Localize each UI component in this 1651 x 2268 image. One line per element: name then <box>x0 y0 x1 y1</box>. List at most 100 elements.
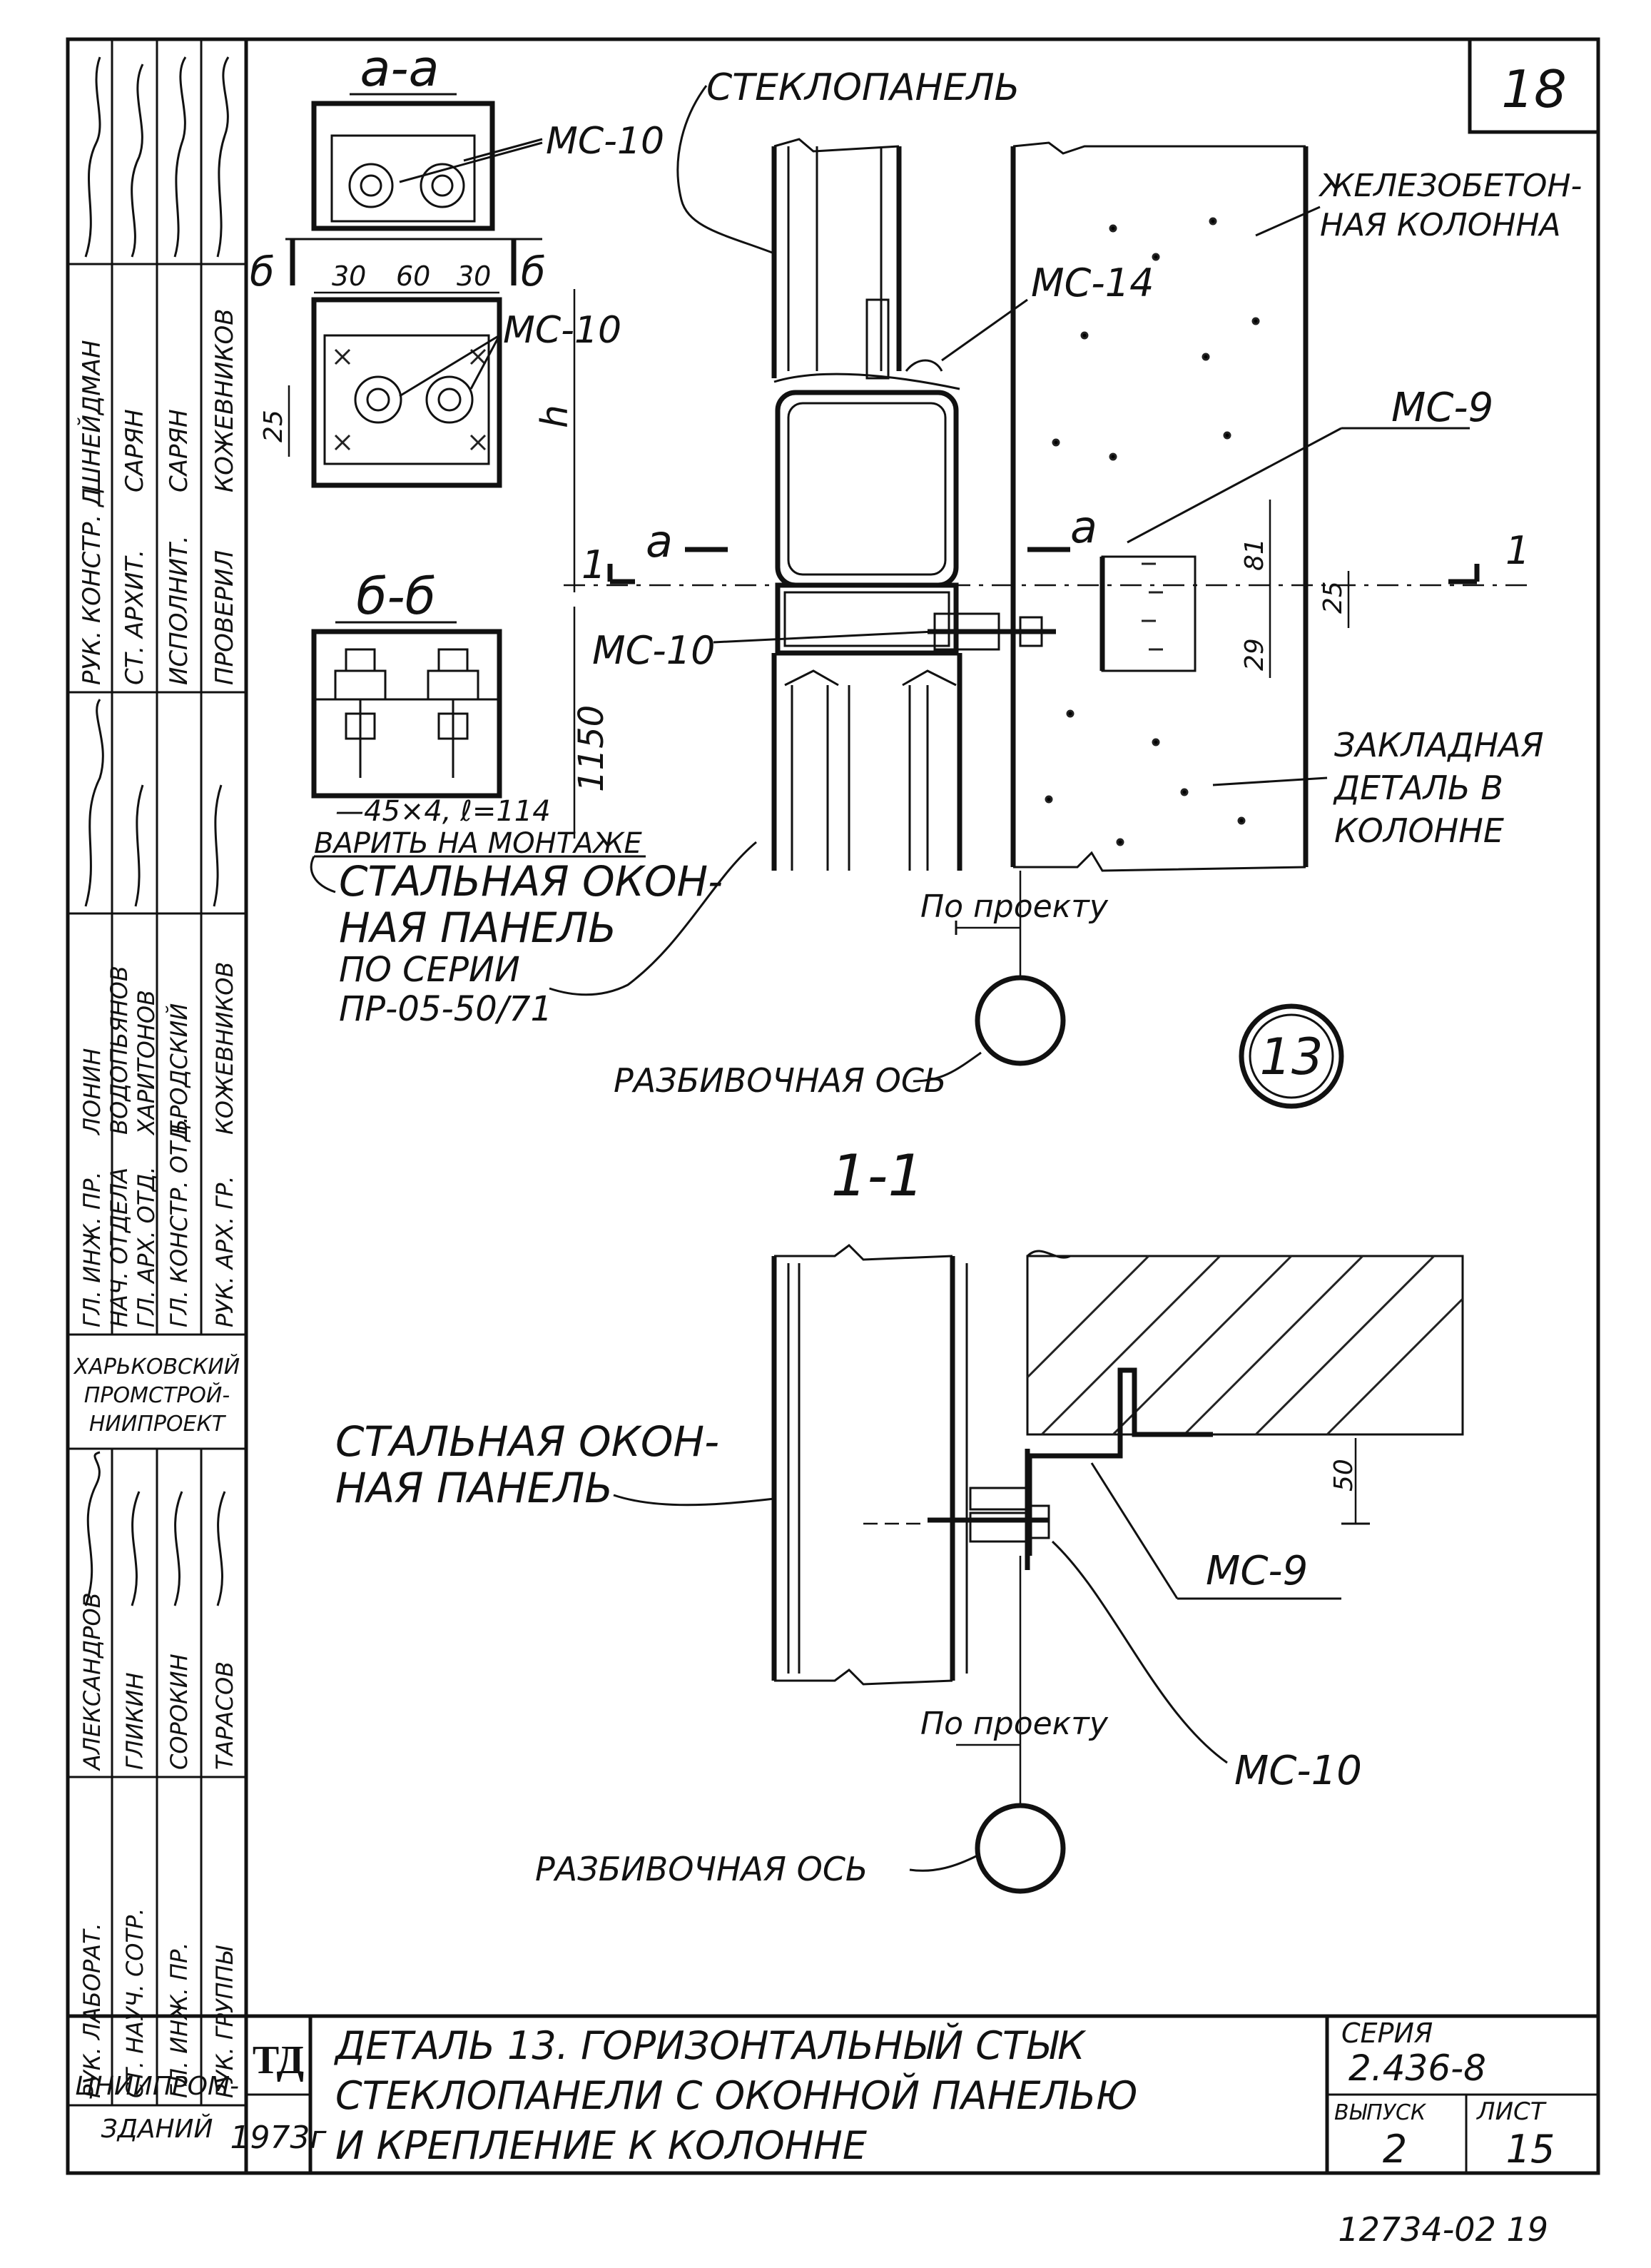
signature <box>84 56 101 258</box>
bolt-hole <box>348 163 394 208</box>
stamp-role-7: ГЛ. АРХ. ОТД. <box>133 1166 160 1327</box>
sheet-number: 18 <box>1501 59 1567 119</box>
label-embed-1: ЗАКЛАДНАЯ <box>1334 726 1544 764</box>
stamp-name-2: САРЯН <box>121 409 149 492</box>
signature <box>131 1491 141 1606</box>
label-po-proektu-11: По проекту <box>920 1706 1109 1742</box>
issue-value: 2 <box>1383 2127 1407 2172</box>
section-aa-title: а-а <box>360 39 439 98</box>
signature <box>84 699 104 907</box>
issue-label: ВЫПУСК <box>1334 2100 1427 2125</box>
signature <box>131 64 144 258</box>
label-glass-panel: СТЕКЛОПАНЕЛЬ <box>706 66 1020 109</box>
series-label: СЕРИЯ <box>1341 2018 1433 2049</box>
stamp-name-9: КОЖЕВНИКОВ <box>211 962 238 1135</box>
label-column-1: ЖЕЛЕЗОБЕТОН- <box>1318 168 1582 204</box>
cut-1-left: 1 <box>581 542 606 587</box>
stamp-role-10: РУК. ЛАБОРАТ. <box>78 1923 106 2098</box>
dim-25-aa: 25 <box>259 410 288 442</box>
stamp-name-8: БРОДСКИЙ <box>166 1003 193 1135</box>
label-mc9-main: МС-9 <box>1391 385 1493 431</box>
stamp-name-1: ШНЕЙДМАН <box>77 340 106 492</box>
title-year: 1973г <box>230 2120 327 2156</box>
stamp-name-5: ЛОНИН <box>78 1048 106 1135</box>
axis-bubble-11 <box>975 1803 1066 1894</box>
cut-a-right: а <box>1070 501 1097 553</box>
archive-code: 12734-02 19 <box>1338 2210 1548 2249</box>
sheet-frame: 18 <box>66 37 1600 2175</box>
detail-marker <box>1239 1003 1344 1109</box>
label-mc10-main: МС-10 <box>592 628 716 673</box>
drawing-title-line2: СТЕКЛОПАНЕЛИ С ОКОННОЙ ПАНЕЛЬЮ <box>335 2073 1137 2118</box>
detail-marker-number: 13 <box>1259 1028 1323 1086</box>
signature <box>173 56 187 258</box>
page-label: ЛИСТ <box>1475 2097 1547 2126</box>
stamp-role-13: РУК. ГРУППЫ <box>211 1945 238 2098</box>
signature <box>216 56 230 258</box>
signature <box>134 784 144 907</box>
weld-note: ВАРИТЬ НА МОНТАЖЕ <box>314 827 643 860</box>
stamp-name-4: КОЖЕВНИКОВ <box>210 308 239 492</box>
dim-50: 50 <box>1329 1459 1358 1492</box>
dim-30b: 30 <box>457 260 491 292</box>
steel-tube <box>775 390 959 588</box>
section-11-title: 1-1 <box>831 1143 925 1209</box>
bolt-hole <box>420 163 465 208</box>
label-mc10-mid: МС-10 <box>503 309 621 352</box>
stamp-org-line2: ПРОМСТРОЙ- <box>84 1382 230 1408</box>
section-11: 1-1 50 СТАЛЬНАЯ <box>335 1143 1464 1894</box>
signature <box>84 1451 101 1606</box>
stamp-role-9: РУК. АРХ. ГР. <box>211 1175 238 1327</box>
stamp-role-6: НАЧ. ОТДЕЛА <box>106 1168 133 1327</box>
stamp-role-8: ГЛ. КОНСТР. ОТД. <box>166 1116 193 1327</box>
label-window-1: СТАЛЬНАЯ ОКОН- <box>339 857 723 906</box>
label-window-2: НАЯ ПАНЕЛЬ <box>339 903 616 952</box>
signature <box>173 1491 183 1606</box>
page-value: 15 <box>1506 2127 1555 2172</box>
dim-1150: 1150 <box>572 705 611 792</box>
stamp-role-5: ГЛ. ИНЖ. ПР. <box>78 1171 106 1327</box>
label-embed-3: КОЛОННЕ <box>1334 811 1504 850</box>
label-po-proektu-main: По проекту <box>920 889 1109 925</box>
series-value: 2.436-8 <box>1348 2047 1486 2089</box>
axis-bubble-main <box>975 975 1066 1066</box>
section-bb: б-б 1150 —45×4, ℓ=114 ВАРИТЬ НА МОНТАЖЕ <box>311 567 646 860</box>
stamp-role-4: ПРОВЕРИЛ <box>210 550 239 685</box>
cut-a-left: а <box>646 515 673 567</box>
signature <box>216 1491 226 1606</box>
stamp-role-2: СТ. АРХИТ. <box>121 550 149 685</box>
section-bb-title: б-б <box>356 567 436 626</box>
label-window-3: ПО СЕРИИ <box>339 950 520 990</box>
drawing-title-line3: И КРЕПЛЕНИЕ К КОЛОННЕ <box>335 2123 868 2168</box>
stamp-role-3: ИСПОЛНИТ. <box>165 535 193 685</box>
stamp-name-12: СОРОКИН <box>166 1654 193 1770</box>
label-window-11-1: СТАЛЬНАЯ ОКОН- <box>335 1417 719 1466</box>
dim-60: 60 <box>396 260 430 292</box>
main-section: СТЕКЛОПАНЕЛЬ МС-14 <box>310 66 1582 1109</box>
cut-letter-b-right: б <box>521 249 546 295</box>
title-org-line2: ЗДАНИЙ <box>101 2114 213 2144</box>
title-td: ТД <box>253 2038 304 2082</box>
label-axis-main: РАЗБИВОЧНАЯ ОСЬ <box>614 1061 947 1100</box>
stamp-name-13: ТАРАСОВ <box>211 1661 238 1770</box>
stamp-org-line1: ХАРЬКОВСКИЙ <box>73 1354 240 1379</box>
title-block: ЦНИИПРОМ- ЗДАНИЙ ТД 1973г ДЕТАЛЬ 13. ГОР… <box>68 2014 1598 2173</box>
column-hatch <box>1026 1255 1464 1436</box>
label-column-2: НАЯ КОЛОННА <box>1320 207 1561 243</box>
dim-29: 29 <box>1240 638 1269 671</box>
label-window-4: ПР-05-50/71 <box>339 989 552 1029</box>
concrete-pattern <box>1045 217 1260 846</box>
dim-25-main: 25 <box>1319 581 1348 614</box>
stamp-name-7: ХАРИТОНОВ <box>133 990 160 1136</box>
stamp-name-10: АЛЕКСАНДРОВ <box>78 1592 106 1771</box>
stamp-name-11: ГЛИКИН <box>121 1672 148 1770</box>
dim-30a: 30 <box>332 260 366 292</box>
plate-note: —45×4, ℓ=114 <box>335 795 551 828</box>
label-embed-2: ДЕТАЛЬ В <box>1333 769 1503 807</box>
label-mc9-11: МС-9 <box>1206 1548 1308 1594</box>
label-mc10-11: МС-10 <box>1234 1748 1362 1794</box>
section-aa: а-а МС-10 б б 30 60 30 МС-1 <box>250 39 664 592</box>
stamp-org-line3: НИИПРОЕКТ <box>89 1412 227 1437</box>
